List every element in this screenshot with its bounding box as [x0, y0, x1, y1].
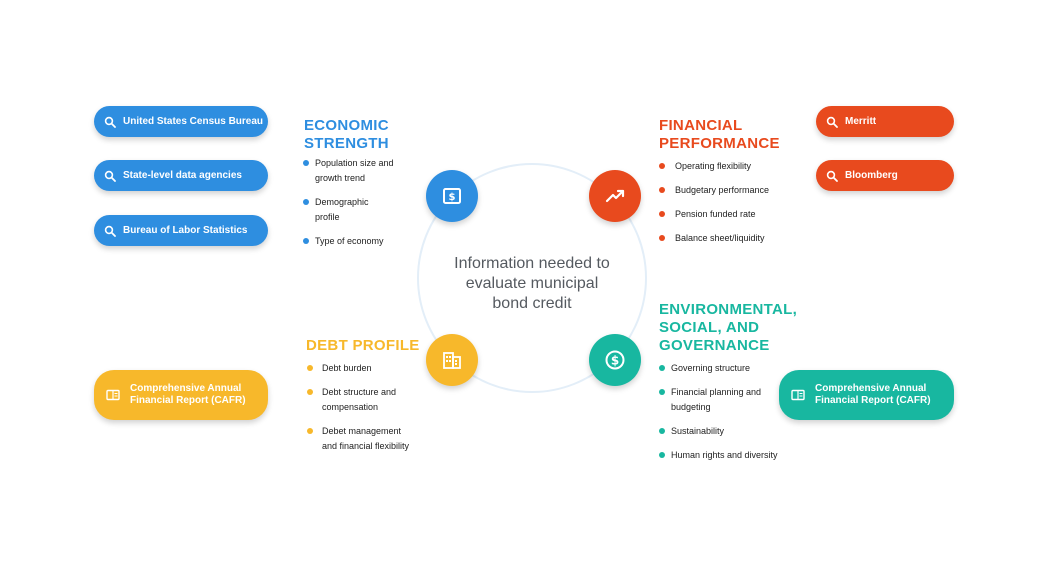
financial-node — [589, 170, 641, 222]
list-item: Operating flexibility — [659, 159, 799, 174]
source-cafr-debt[interactable]: Comprehensive Annual Financial Report (C… — [94, 370, 268, 420]
heading-line: GOVERNANCE — [659, 337, 770, 354]
source-label-line: Comprehensive Annual — [130, 383, 242, 394]
list-item-line: Balance sheet/liquidity — [675, 233, 765, 243]
list-item: Debet management and financial flexibili… — [307, 424, 427, 454]
list-item-line: and financial flexibility — [322, 441, 410, 451]
list-item-line: Human rights and diversity — [671, 450, 778, 460]
source-bloomberg[interactable]: Bloomberg — [816, 160, 954, 191]
list-item: Debt structure and compensation — [307, 385, 427, 415]
list-item: Debt burden — [307, 361, 427, 376]
list-item-line: Population size and — [315, 158, 394, 168]
report-icon — [106, 389, 120, 401]
source-census-bureau[interactable]: United States Census Bureau — [94, 106, 268, 137]
list-item-line: Financial planning and — [671, 387, 762, 397]
source-label-line: Comprehensive Annual — [815, 383, 927, 394]
center-circle — [417, 163, 647, 393]
list-item: Type of economy — [303, 234, 413, 249]
debt-heading: DEBT PROFILE — [306, 337, 420, 355]
list-item-line: profile — [315, 212, 340, 222]
search-icon — [826, 170, 838, 182]
list-item-line: Operating flexibility — [675, 161, 752, 171]
svg-text:$: $ — [449, 192, 456, 203]
heading-line: ECONOMIC — [304, 117, 389, 134]
center-title-line: Information needed to — [454, 255, 610, 272]
list-item-line: Debt burden — [322, 363, 372, 373]
economic-heading: ECONOMIC STRENGTH — [304, 117, 389, 153]
search-icon — [104, 116, 116, 128]
esg-node: $ — [589, 334, 641, 386]
debt-node — [426, 334, 478, 386]
source-label: Bureau of Labor Statistics — [123, 225, 248, 236]
esg-bullets: Governing structure Financial planning a… — [659, 361, 799, 463]
source-label: Bloomberg — [845, 170, 898, 181]
source-label: Comprehensive Annual Financial Report (C… — [815, 383, 931, 407]
list-item-line: Demographic — [315, 197, 369, 207]
list-item-line: Pension funded rate — [675, 209, 756, 219]
source-label: Merritt — [845, 116, 877, 127]
esg-heading: ENVIRONMENTAL, SOCIAL, AND GOVERNANCE — [659, 301, 797, 355]
source-state-agencies[interactable]: State-level data agencies — [94, 160, 268, 191]
source-bureau-labor-statistics[interactable]: Bureau of Labor Statistics — [94, 215, 268, 246]
trending-up-icon — [605, 189, 625, 203]
svg-text:$: $ — [611, 354, 619, 368]
list-item: Human rights and diversity — [659, 448, 799, 463]
list-item-line: Debt structure and — [322, 387, 397, 397]
list-item: Pension funded rate — [659, 207, 799, 222]
source-cafr-esg[interactable]: Comprehensive Annual Financial Report (C… — [779, 370, 954, 420]
list-item: Demographic profile — [303, 195, 413, 225]
debt-bullets: Debt burden Debt structure and compensat… — [307, 361, 427, 454]
center-title-line: bond credit — [492, 295, 572, 312]
heading-line: SOCIAL, AND — [659, 319, 760, 336]
dollar-bill-icon: $ — [443, 188, 461, 204]
source-label-line: Financial Report (CAFR) — [815, 395, 931, 406]
center-title: Information needed to evaluate municipal… — [432, 254, 632, 314]
source-label: State-level data agencies — [123, 170, 242, 181]
list-item: Budgetary performance — [659, 183, 799, 198]
search-icon — [104, 170, 116, 182]
list-item-line: compensation — [322, 402, 379, 412]
heading-line: PERFORMANCE — [659, 135, 780, 152]
economic-node: $ — [426, 170, 478, 222]
heading-line: STRENGTH — [304, 135, 389, 152]
search-icon — [104, 225, 116, 237]
heading-line: DEBT PROFILE — [306, 337, 420, 354]
list-item: Population size and growth trend — [303, 156, 413, 186]
heading-line: ENVIRONMENTAL, — [659, 301, 798, 318]
heading-line: FINANCIAL — [659, 117, 743, 134]
source-label-line: Financial Report (CAFR) — [130, 395, 246, 406]
building-icon — [443, 352, 461, 369]
list-item: Sustainability — [659, 424, 799, 439]
dollar-coin-icon: $ — [605, 350, 625, 370]
list-item: Governing structure — [659, 361, 799, 376]
report-icon — [791, 389, 805, 401]
list-item-line: Governing structure — [671, 363, 751, 373]
center-title-line: evaluate municipal — [465, 275, 599, 292]
list-item-line: growth trend — [315, 173, 366, 183]
source-label: Comprehensive Annual Financial Report (C… — [130, 383, 246, 407]
source-label: United States Census Bureau — [123, 116, 264, 127]
list-item: Balance sheet/liquidity — [659, 231, 799, 246]
search-icon — [826, 116, 838, 128]
list-item-line: Debet management — [322, 426, 402, 436]
source-merritt[interactable]: Merritt — [816, 106, 954, 137]
financial-bullets: Operating flexibility Budgetary performa… — [659, 159, 799, 246]
financial-heading: FINANCIAL PERFORMANCE — [659, 117, 780, 153]
economic-bullets: Population size and growth trend Demogra… — [303, 156, 413, 249]
list-item-line: budgeting — [671, 402, 711, 412]
list-item: Financial planning and budgeting — [659, 385, 799, 415]
list-item-line: Budgetary performance — [675, 185, 770, 195]
list-item-line: Sustainability — [671, 426, 725, 436]
list-item-line: Type of economy — [315, 236, 384, 246]
